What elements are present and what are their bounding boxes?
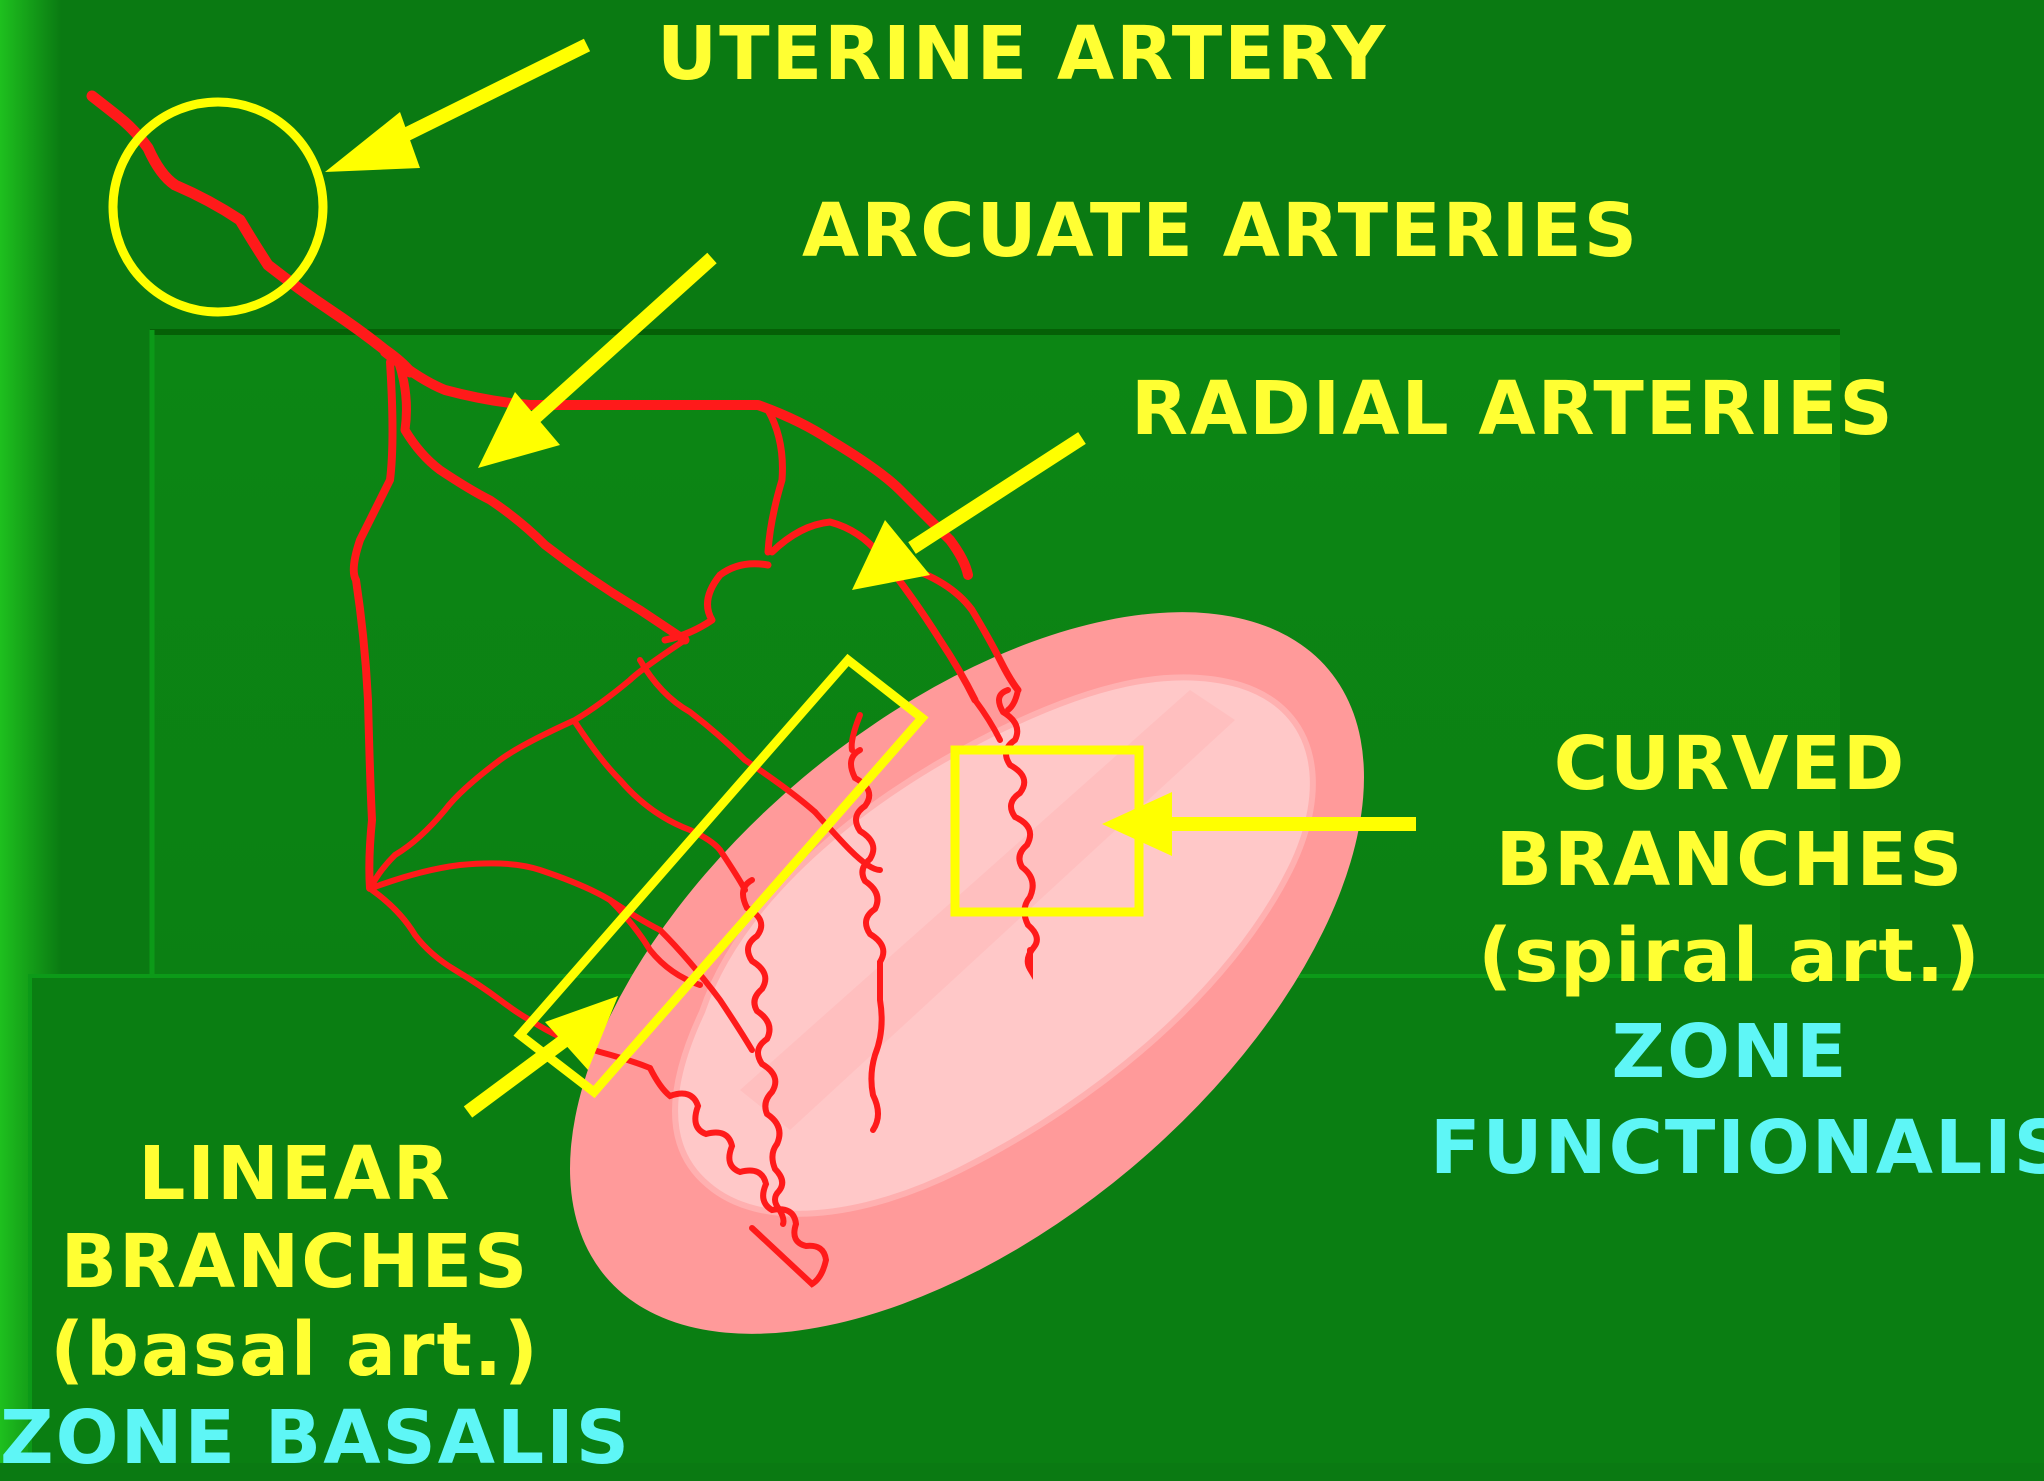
label-linear-branches: LINEAR BRANCHES (basal art.) ZONE BASALI… — [0, 1137, 590, 1475]
label-curved-branches: CURVED BRANCHES (spiral art.) ZONE FUNCT… — [1430, 727, 2030, 1185]
label-zone-basalis: ZONE BASALIS — [0, 1401, 590, 1475]
label-zone-functionalis-line1: ZONE — [1430, 1015, 2030, 1089]
label-linear-line1: LINEAR — [0, 1137, 590, 1211]
label-uterine-artery: UTERINE ARTERY — [657, 17, 1387, 91]
label-linear-line2: BRANCHES — [0, 1225, 590, 1299]
label-zone-functionalis-line2: FUNCTIONALIS — [1430, 1111, 2030, 1185]
label-arcuate-arteries: ARCUATE ARTERIES — [802, 194, 1639, 268]
label-curved-line2: BRANCHES — [1430, 823, 2030, 897]
label-curved-line1: CURVED — [1430, 727, 2030, 801]
label-radial-arteries: RADIAL ARTERIES — [1131, 372, 1895, 446]
label-linear-line3: (basal art.) — [0, 1313, 590, 1387]
label-curved-line3: (spiral art.) — [1430, 919, 2030, 993]
